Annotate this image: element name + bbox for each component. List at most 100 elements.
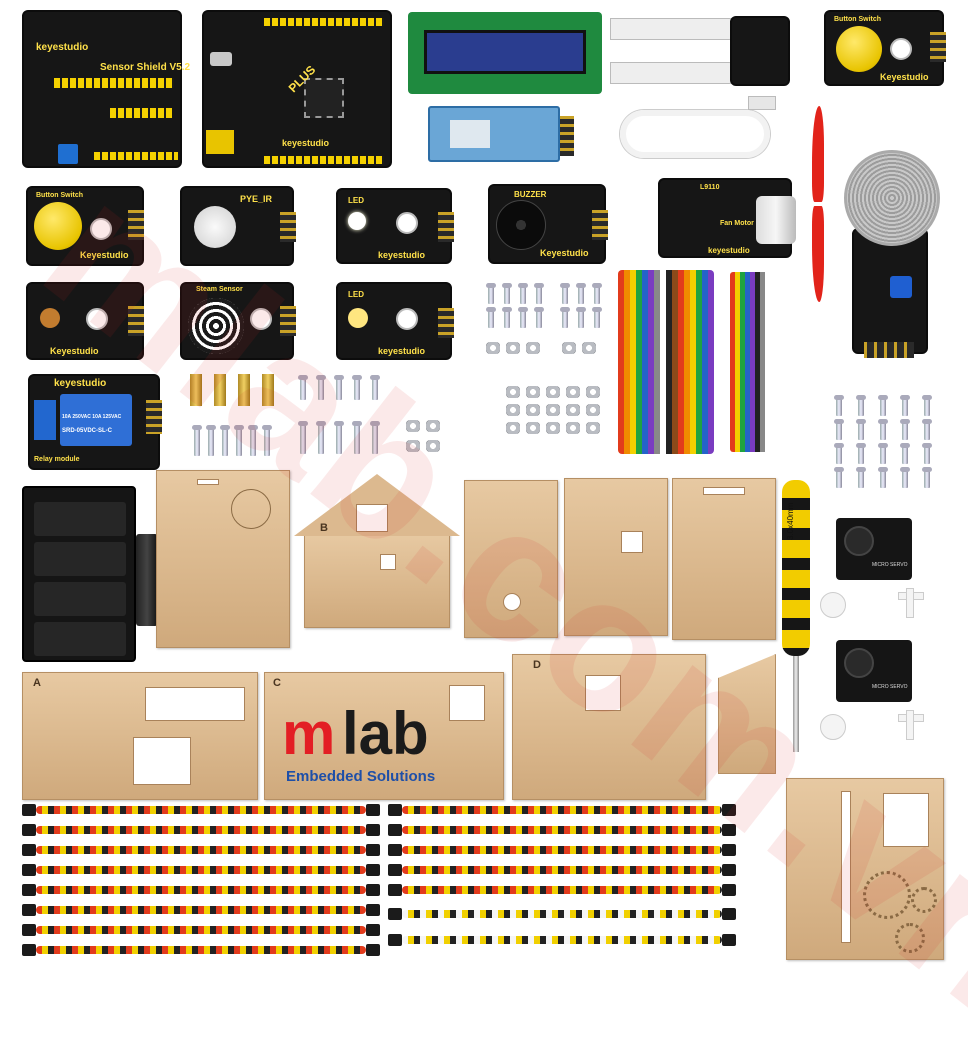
mount-hole xyxy=(396,308,418,330)
wood-panel-c: C xyxy=(264,672,504,800)
servo-2-accessories xyxy=(818,710,938,746)
long-screws-left xyxy=(192,424,272,460)
button-module-top: Button Switch Keyestudio xyxy=(824,10,946,86)
gas-sensor-pins xyxy=(864,342,914,358)
fan-brand: keyestudio xyxy=(708,246,750,255)
wood-panel-side-4 xyxy=(672,478,776,640)
servo-1-label: MICRO SERVO xyxy=(872,562,908,568)
relay-terminal xyxy=(34,400,56,440)
white-led xyxy=(348,212,366,230)
buzzer-disc xyxy=(496,200,546,250)
white-led-pins xyxy=(438,212,454,242)
wood-panel-a: A xyxy=(22,672,258,800)
battery-dc-plug xyxy=(136,534,158,626)
main-board-brand: keyestudio xyxy=(282,138,330,148)
soil-probe-top xyxy=(610,18,740,40)
pir-dome xyxy=(194,206,236,248)
servo-1-horn xyxy=(844,526,874,556)
yellow-led-pins xyxy=(438,308,454,338)
steam-name: Steam Sensor xyxy=(196,286,243,293)
yellow-led-brand: keyestudio xyxy=(378,346,426,356)
sensor-shield-brand: keyestudio xyxy=(36,42,89,53)
button-left-name: Button Switch xyxy=(36,192,84,199)
fan-name: Fan Motor xyxy=(720,220,754,227)
wood-panel-side-3 xyxy=(564,478,668,636)
screwdriver: 3.0x40mm xyxy=(778,480,814,754)
wood-gear-small xyxy=(911,887,937,913)
buzzer-module: BUZZER Keyestudio xyxy=(488,184,608,264)
logo-word-lab: lab xyxy=(342,700,429,767)
button-left-pins xyxy=(128,210,144,240)
usb-cable xyxy=(620,94,780,164)
main-board-header-bottom xyxy=(264,156,384,164)
yellow-button-top xyxy=(836,26,882,72)
brass-standoffs xyxy=(186,374,276,408)
usb-c-port xyxy=(210,52,232,66)
wood-panel-gable xyxy=(718,654,776,774)
wood-gear-large xyxy=(863,871,911,919)
wood-panel-house-b: B xyxy=(294,474,460,630)
servo-motor-2: MICRO SERVO xyxy=(836,640,912,702)
sensor-shield-header-row-3 xyxy=(94,152,178,160)
wood-panel-side-1 xyxy=(156,470,290,648)
pir-name: PYE_IR xyxy=(240,194,273,204)
propeller-blade-top xyxy=(812,106,824,202)
yellow-led-module: LED keyestudio xyxy=(336,282,454,360)
buzzer-brand: Keyestudio xyxy=(540,248,589,258)
servo-extension-cables-right xyxy=(388,804,738,960)
screwdriver-label: 3.0x40mm xyxy=(786,502,795,540)
fan-propeller xyxy=(808,106,830,306)
photocell-pins xyxy=(128,306,144,336)
yellow-led xyxy=(348,308,368,328)
usb-plug xyxy=(748,96,776,110)
house-b-body xyxy=(304,534,450,628)
panel-d-label: D xyxy=(533,659,541,671)
dupont-jumper-wires xyxy=(618,270,714,454)
button-top-pins xyxy=(930,32,946,62)
gas-sensor-mesh xyxy=(844,150,940,246)
propeller-blade-bottom xyxy=(812,206,824,302)
relay-pins xyxy=(146,400,162,434)
main-board-header-top xyxy=(264,18,384,26)
panel-b-label: B xyxy=(320,522,328,534)
screwdriver-shaft xyxy=(793,656,799,752)
servo-2-label: MICRO SERVO xyxy=(872,684,908,690)
button-left-brand: Keyestudio xyxy=(80,250,129,260)
panel-c-label: C xyxy=(273,677,281,689)
yellow-led-name: LED xyxy=(348,290,364,299)
fan-motor xyxy=(756,196,796,244)
potentiometer xyxy=(890,276,912,298)
button-top-brand: Keyestudio xyxy=(880,72,929,82)
fan-chip: L9110 xyxy=(700,184,720,191)
servo-extension-cables-left xyxy=(22,804,382,960)
steam-pins xyxy=(280,306,296,336)
button-top-name: Button Switch xyxy=(834,16,882,23)
mount-hole xyxy=(90,218,112,240)
power-terminal xyxy=(58,144,78,164)
sensor-shield-header-row xyxy=(54,78,174,88)
relay-footer: Relay module xyxy=(34,456,80,463)
microcontroller-chip xyxy=(304,78,344,118)
soil-sensor-pcb xyxy=(730,16,790,86)
wood-panel-d: D xyxy=(512,654,706,800)
lcd-display-module xyxy=(408,12,602,94)
bluetooth-module xyxy=(428,106,574,162)
nuts-cluster xyxy=(484,336,610,448)
soil-probe-bottom xyxy=(610,62,740,84)
wood-panel-side-2 xyxy=(464,480,558,638)
screws-cluster-top xyxy=(484,280,604,330)
logo-word-m: m xyxy=(282,700,336,767)
gas-sensor-module xyxy=(844,150,940,358)
relay-spec-1: 10A 250VAC 10A 125VAC xyxy=(62,414,122,420)
button-module-left: Button Switch Keyestudio xyxy=(26,186,144,266)
long-screws-middle xyxy=(296,374,446,460)
mlab-logo: m lab Embedded Solutions xyxy=(282,704,482,790)
buzzer-pins xyxy=(592,210,608,240)
panel-a-label: A xyxy=(33,677,41,689)
mount-hole xyxy=(396,212,418,234)
pir-motion-sensor: PYE_IR xyxy=(180,186,296,266)
yellow-button-left xyxy=(34,202,82,250)
white-led-name: LED xyxy=(348,196,364,205)
lcd-screen xyxy=(424,30,586,74)
wood-gear-bottom xyxy=(895,923,925,953)
